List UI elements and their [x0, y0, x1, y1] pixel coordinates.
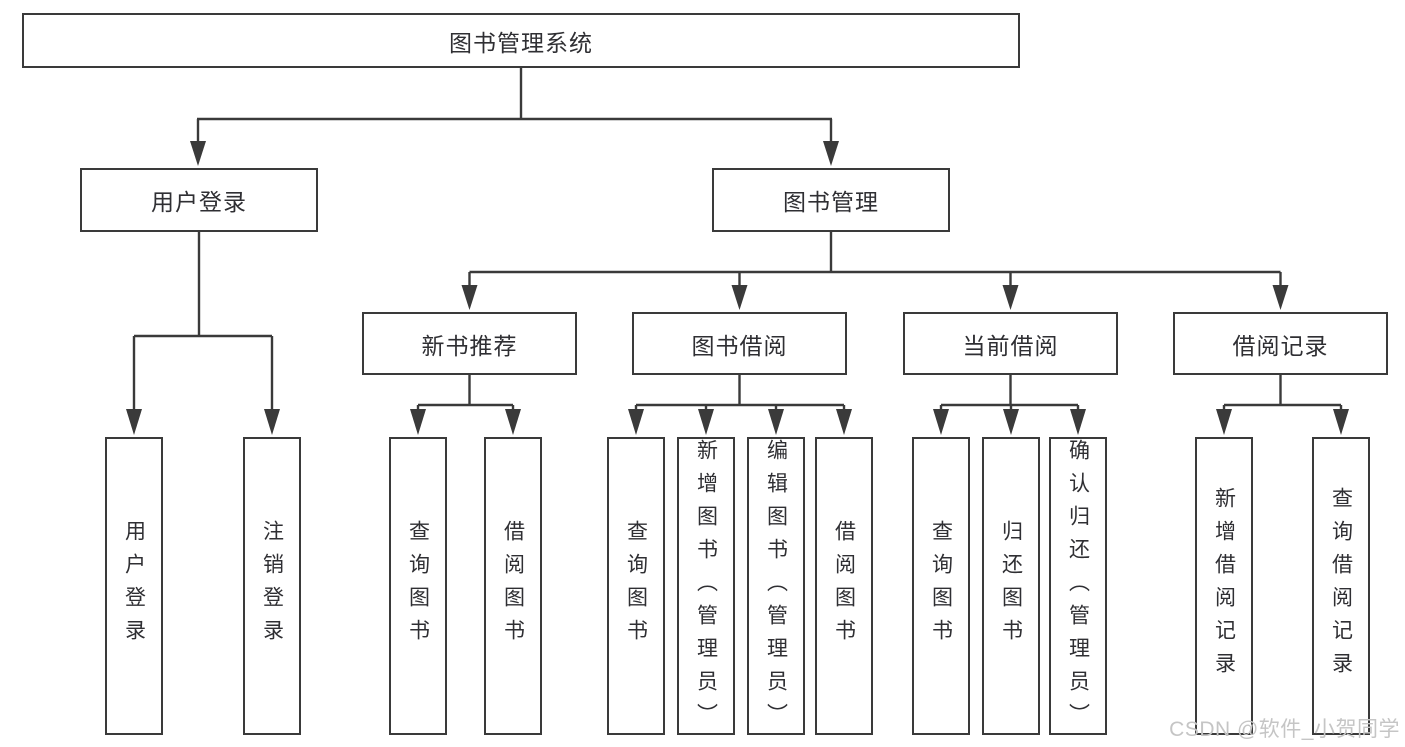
node-borrow-records: 借阅记录 [1173, 312, 1388, 375]
leaf-user-login: 用户登录 [105, 437, 163, 735]
leaf-query-books-3: 查询图书 [912, 437, 970, 735]
node-book-borrow: 图书借阅 [632, 312, 847, 375]
leaf-confirm-return-admin: 确认归还（管理员） [1049, 437, 1107, 736]
node-new-book-recommend: 新书推荐 [362, 312, 577, 375]
leaf-borrow-books-1: 借阅图书 [484, 437, 542, 735]
node-root: 图书管理系统 [22, 13, 1020, 68]
leaf-query-books-1: 查询图书 [389, 437, 447, 735]
leaf-edit-book-admin: 编辑图书（管理员） [747, 437, 805, 736]
node-book-management: 图书管理 [712, 168, 950, 232]
leaf-return-book: 归还图书 [982, 437, 1040, 735]
leaf-query-borrow-record: 查询借阅记录 [1312, 437, 1370, 735]
csdn-watermark: CSDN @软件_小贺同学 [1169, 718, 1400, 741]
node-user-login: 用户登录 [80, 168, 318, 232]
leaf-borrow-books-2: 借阅图书 [815, 437, 873, 735]
leaf-logout: 注销登录 [243, 437, 301, 735]
leaf-query-books-2: 查询图书 [607, 437, 665, 735]
node-current-borrow: 当前借阅 [903, 312, 1118, 375]
leaf-add-borrow-record: 新增借阅记录 [1195, 437, 1253, 735]
leaf-add-book-admin: 新增图书（管理员） [677, 437, 735, 736]
